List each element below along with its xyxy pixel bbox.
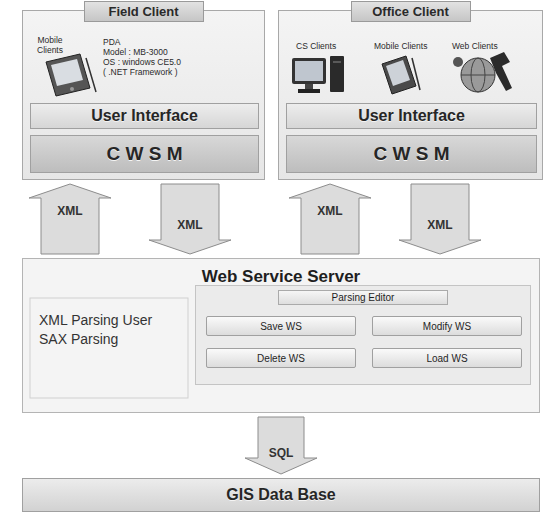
client-caption: Mobile Clients (30, 36, 70, 56)
arrow-label: XML (425, 219, 454, 232)
client-caption: OS : windows CE5.0 (103, 58, 181, 68)
button-text: Delete WS (257, 353, 305, 364)
block-arrow (289, 184, 371, 254)
parsing-text: XML Parsing User SAX Parsing (39, 311, 157, 349)
ws-button: Modify WS (372, 316, 522, 336)
panel-title: Web Service Server (23, 267, 539, 287)
client-caption: PDA (103, 38, 120, 48)
arrow-label: XML (175, 219, 204, 232)
band-text: User Interface (91, 107, 198, 125)
panel-tab: Office Client (351, 1, 471, 22)
client-panel: Office ClientUser InterfaceC W S M (278, 10, 543, 180)
computer-icon (292, 56, 344, 93)
faint-frame (30, 298, 188, 398)
ws-button: Save WS (206, 316, 356, 336)
band-text: User Interface (358, 107, 465, 125)
module-band: C W S M (30, 135, 259, 173)
client-caption: Model : MB-3000 (103, 48, 168, 58)
button-text: Load WS (426, 353, 467, 364)
button-text: Modify WS (423, 321, 471, 332)
arrow-label: SQL (267, 447, 296, 460)
server-panel: Web Service ServerXML Parsing User SAX P… (22, 258, 540, 413)
arrow-label: XML (55, 205, 84, 218)
module-band: C W S M (286, 135, 537, 173)
block-arrow (245, 417, 317, 474)
block-arrow (399, 184, 481, 254)
panel-fill (278, 10, 543, 180)
pda-icon (46, 54, 96, 96)
ws-button: Load WS (372, 348, 522, 368)
client-caption: Mobile Clients (374, 42, 427, 52)
web-globe-icon (453, 52, 512, 92)
mobile-icon (382, 56, 420, 94)
database-band: GIS Data Base (22, 478, 540, 512)
ws-button: Delete WS (206, 348, 356, 368)
panel-fill (22, 258, 540, 413)
client-caption: ( .NET Framework ) (103, 68, 177, 78)
editor-tab: Parsing Editor (278, 290, 448, 305)
block-arrow (29, 184, 111, 254)
panel-tab: Field Client (84, 1, 204, 22)
band-text: GIS Data Base (226, 486, 335, 504)
panel-fill (22, 10, 265, 180)
band-text: C W S M (374, 143, 450, 165)
block-arrow (149, 184, 231, 254)
band-text: C W S M (107, 143, 183, 165)
button-text: Save WS (260, 321, 302, 332)
arrow-label: XML (315, 205, 344, 218)
interface-band: User Interface (286, 103, 537, 129)
client-caption: Web Clients (452, 42, 498, 52)
interface-band: User Interface (30, 103, 259, 129)
client-caption: CS Clients (296, 42, 336, 52)
parsing-box: XML Parsing User SAX Parsing (31, 299, 189, 399)
editor-panel: Parsing EditorSave WS Modify WS Delete WS L… (195, 285, 531, 385)
